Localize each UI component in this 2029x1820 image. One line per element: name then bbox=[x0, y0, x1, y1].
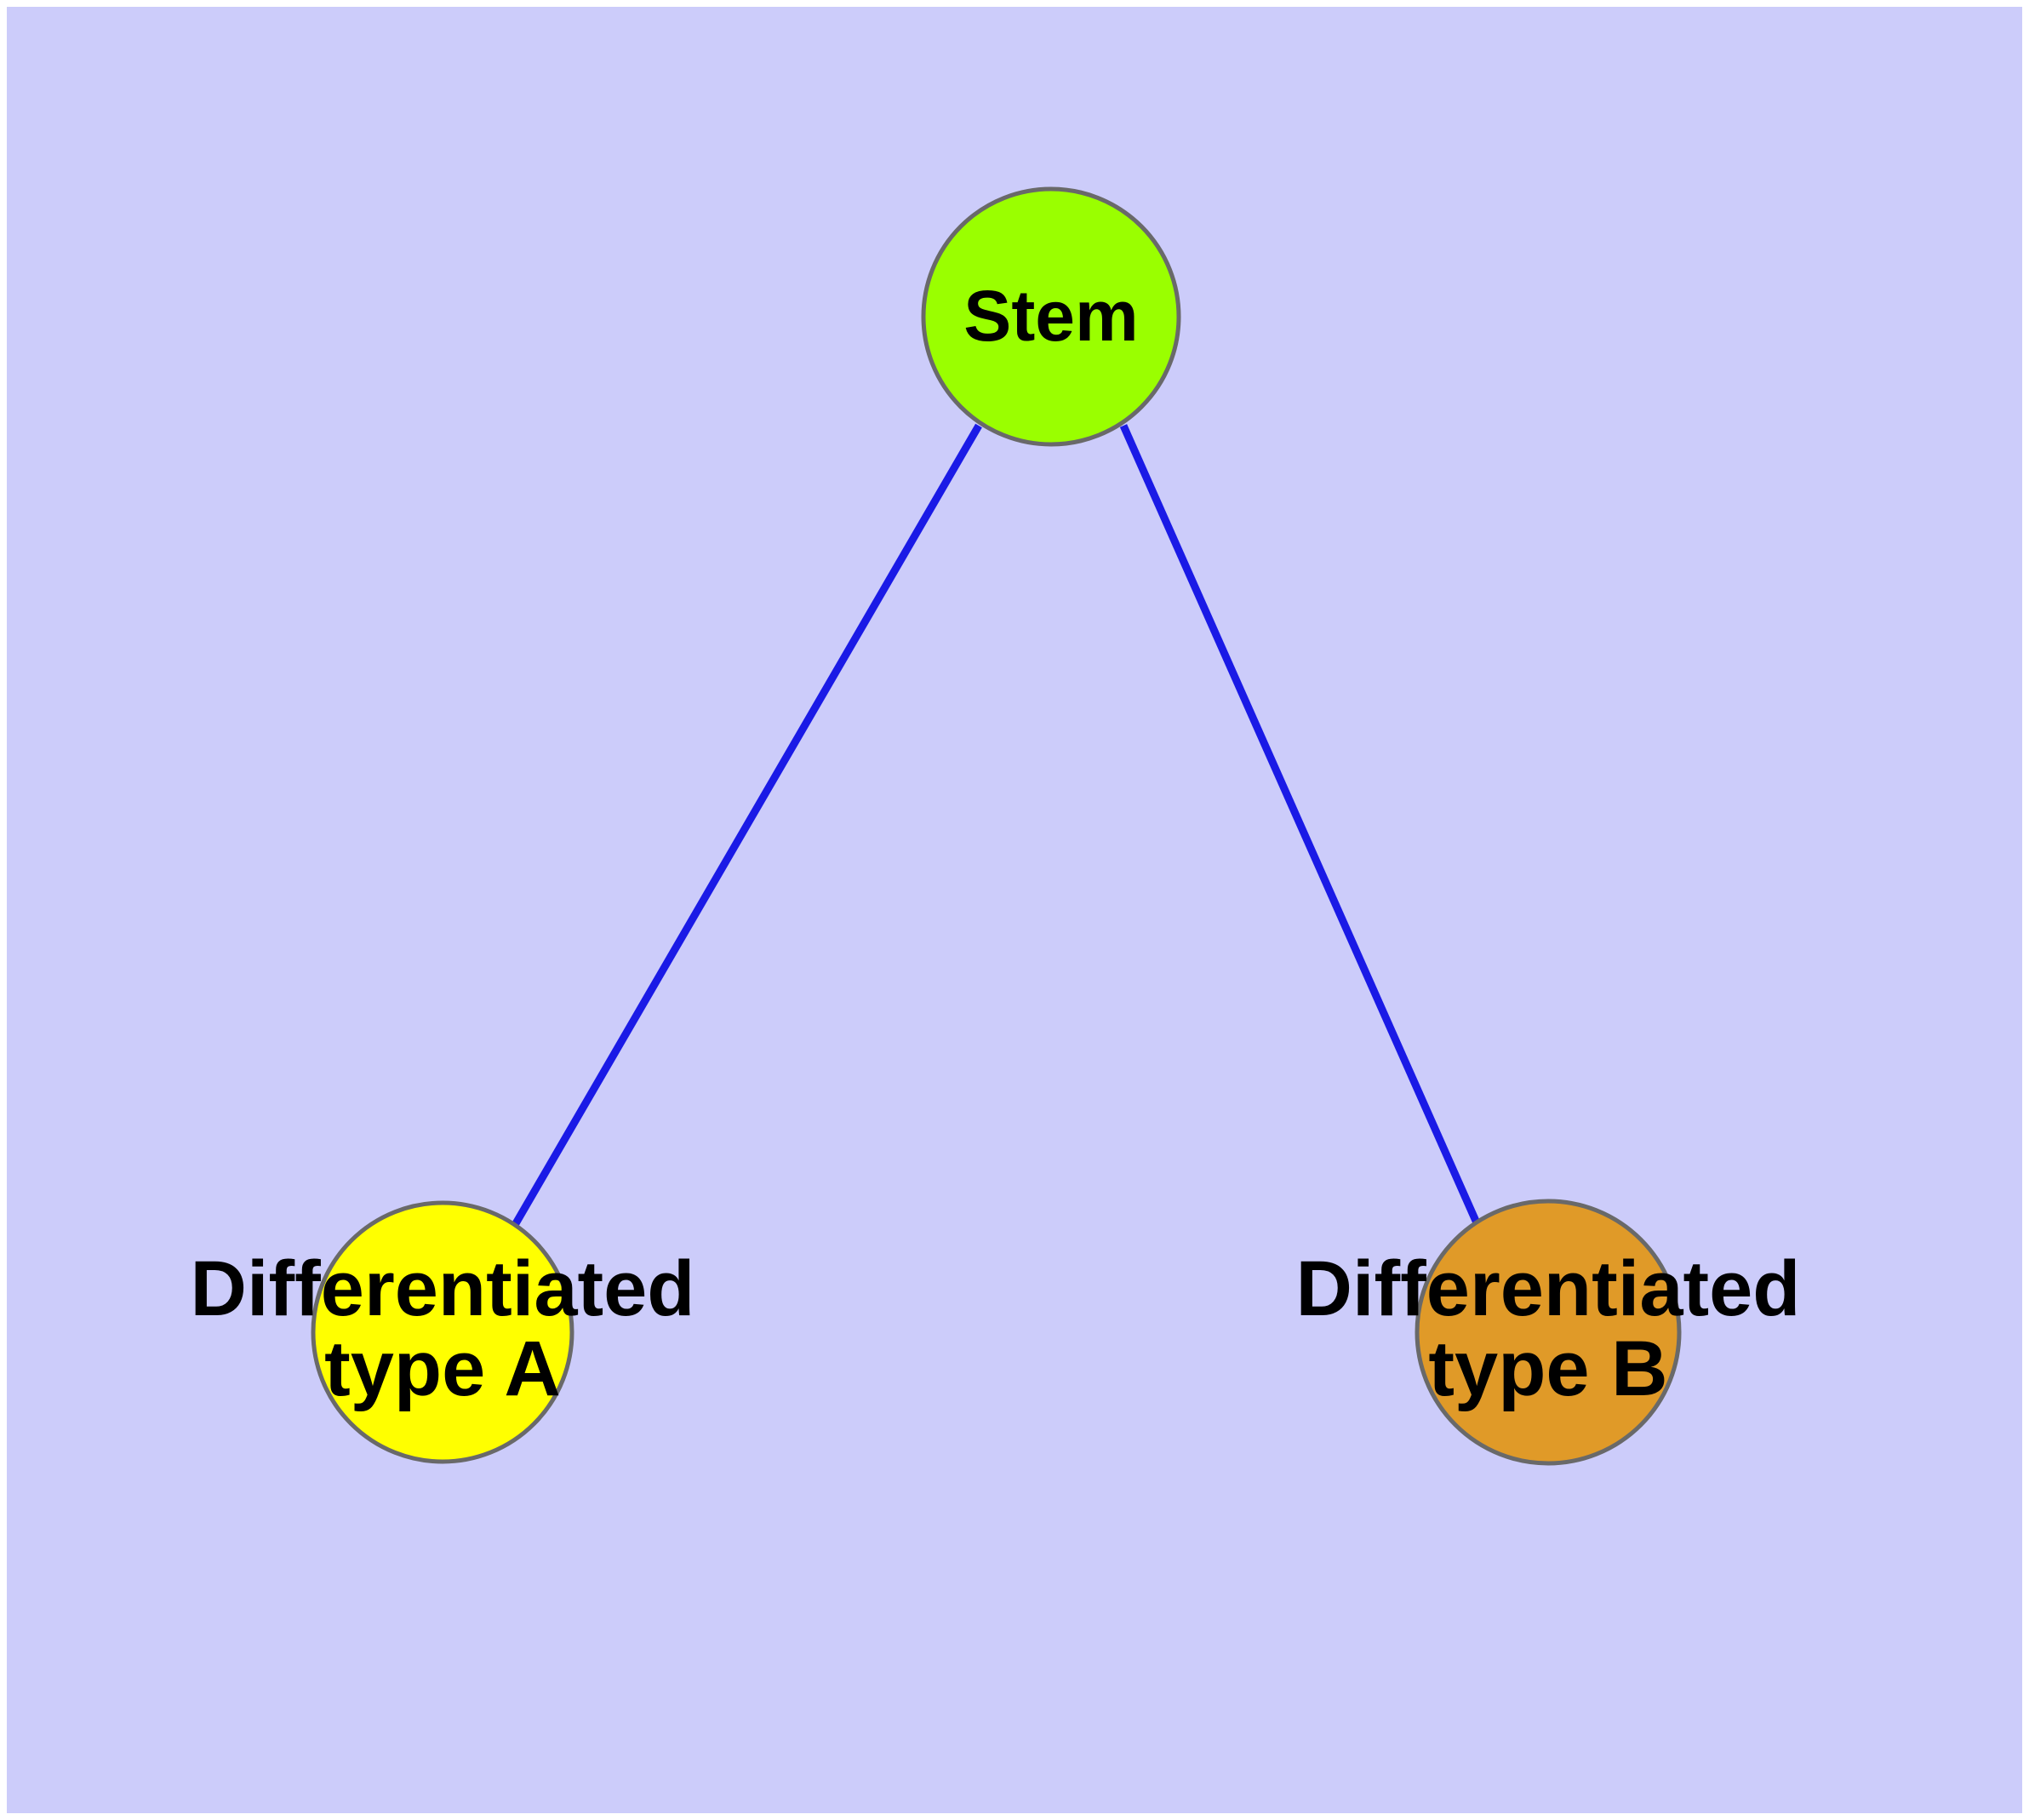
node-circle-type-b[interactable] bbox=[1415, 1199, 1682, 1466]
edge-stem-to-type-a bbox=[512, 423, 982, 1228]
node-circle-stem[interactable] bbox=[921, 186, 1181, 447]
node-circle-type-a[interactable] bbox=[311, 1200, 574, 1464]
edge-stem-to-type-b bbox=[1119, 424, 1483, 1228]
node-layer bbox=[311, 186, 1682, 1466]
edge-layer bbox=[512, 423, 1483, 1228]
